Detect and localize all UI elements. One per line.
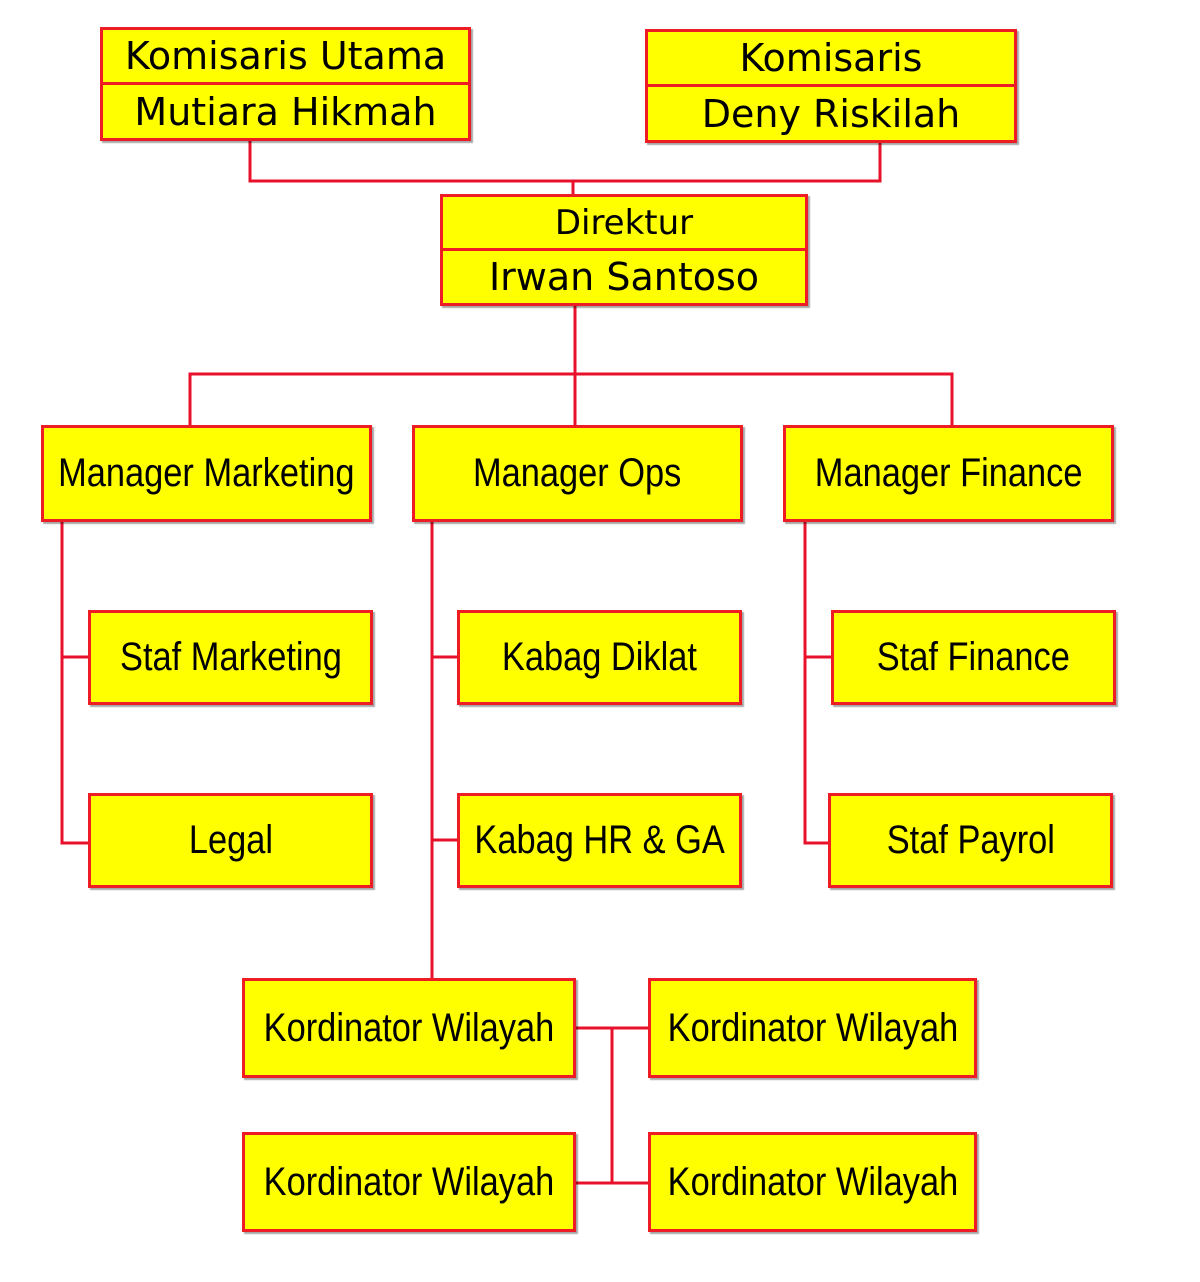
manager-finance-label: Manager Finance: [814, 451, 1083, 495]
kordinator-wilayah-label: Kordinator Wilayah: [667, 1005, 958, 1050]
staf-marketing-label: Staf Marketing: [119, 635, 342, 679]
manager-marketing-label: Manager Marketing: [58, 451, 355, 495]
komisaris-box: Komisaris Deny Riskilah: [645, 29, 1017, 143]
manager-finance-box: Manager Finance: [783, 425, 1114, 522]
komisaris-name: Deny Riskilah: [701, 91, 961, 136]
direktur-title: Direktur: [443, 197, 805, 251]
connector-managers-bus: [188, 372, 954, 426]
connector-finance-branch: [803, 520, 830, 845]
komisaris-utama-box: Komisaris Utama Mutiara Hikmah: [100, 27, 471, 141]
kabag-diklat-box: Kabag Diklat: [457, 610, 742, 705]
direktur-box: Direktur Irwan Santoso: [440, 194, 808, 306]
connector-komisaris-utama: [248, 140, 882, 183]
connector-group: [60, 140, 954, 1185]
kordinator-wilayah-box-4: Kordinator Wilayah: [648, 1132, 977, 1232]
kabag-hr-ga-label: Kabag HR & GA: [474, 818, 725, 862]
kabag-diklat-label: Kabag Diklat: [501, 635, 698, 679]
komisaris-utama-name: Mutiara Hikmah: [134, 89, 437, 134]
staf-payrol-box: Staf Payrol: [828, 793, 1113, 888]
manager-ops-box: Manager Ops: [412, 425, 743, 522]
staf-payrol-label: Staf Payrol: [886, 818, 1055, 862]
staf-finance-label: Staf Finance: [876, 635, 1071, 679]
manager-ops-label: Manager Ops: [473, 451, 682, 495]
kordinator-wilayah-label: Kordinator Wilayah: [263, 1005, 555, 1050]
kabag-hr-ga-box: Kabag HR & GA: [457, 793, 742, 888]
legal-box: Legal: [88, 793, 373, 888]
kordinator-wilayah-box-2: Kordinator Wilayah: [648, 978, 977, 1078]
staf-finance-box: Staf Finance: [831, 610, 1116, 705]
kordinator-wilayah-label: Kordinator Wilayah: [667, 1159, 958, 1204]
kordinator-wilayah-label: Kordinator Wilayah: [263, 1159, 555, 1204]
manager-marketing-box: Manager Marketing: [41, 425, 372, 522]
legal-label: Legal: [188, 818, 273, 862]
komisaris-utama-title: Komisaris Utama: [103, 30, 468, 85]
kordinator-wilayah-box-3: Kordinator Wilayah: [242, 1132, 576, 1232]
kordinator-wilayah-box-1: Kordinator Wilayah: [242, 978, 576, 1078]
staf-marketing-box: Staf Marketing: [88, 610, 373, 705]
komisaris-title: Komisaris: [648, 32, 1014, 87]
connector-marketing-branch: [60, 520, 90, 845]
direktur-name: Irwan Santoso: [488, 255, 760, 299]
